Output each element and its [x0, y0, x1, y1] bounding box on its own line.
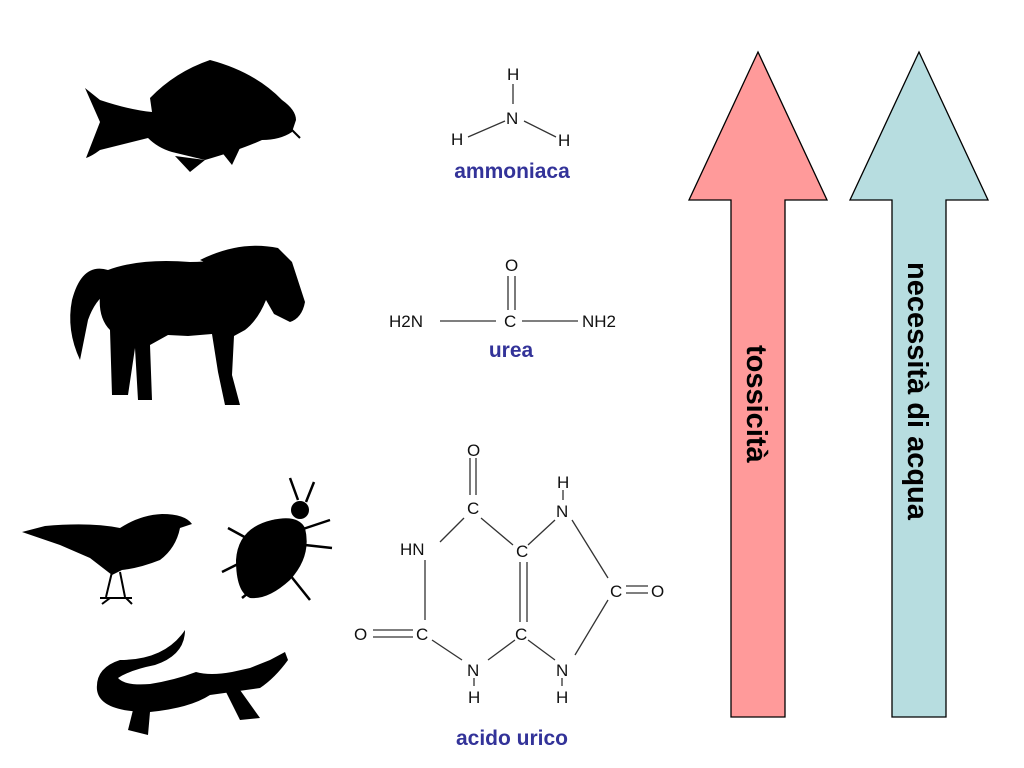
uric-atom-n9: N — [556, 661, 568, 680]
toxicity-arrow: tossicità — [687, 50, 829, 718]
uric-atom-h-n7: H — [557, 473, 569, 492]
ammonia-atom-h-right: H — [558, 131, 570, 150]
urea-atom-o: O — [505, 256, 518, 275]
uric-atom-o-top: O — [467, 441, 480, 460]
toxicity-arrow-label: tossicità — [740, 345, 772, 464]
ammonia-label: ammoniaca — [454, 160, 570, 183]
bird-icon — [22, 514, 192, 605]
uric-acid-structure: O C H N HN C C O O C C N N H H acido uri… — [354, 441, 664, 750]
uric-atom-hn1: HN — [400, 540, 425, 559]
urea-structure: O H2N C NH2 urea — [389, 256, 616, 362]
uric-atom-c6: C — [467, 499, 479, 518]
water-need-arrow-label: necessità di acqua — [901, 262, 933, 521]
uric-atom-c5: C — [516, 542, 528, 561]
uric-atom-c4: C — [515, 625, 527, 644]
uric-atom-o8: O — [651, 582, 664, 601]
uric-atom-n3: N — [467, 661, 479, 680]
uric-atom-h-n9: H — [556, 688, 568, 707]
fish-icon — [85, 60, 301, 172]
uric-atom-o2: O — [354, 625, 367, 644]
water-need-arrow: necessità di acqua — [848, 50, 990, 718]
crocodile-icon — [96, 630, 288, 735]
ammonia-structure: H N H H ammoniaca — [451, 65, 570, 183]
horse-icon — [70, 245, 305, 405]
urea-atom-h2n: H2N — [389, 312, 423, 331]
ammonia-atom-h-left: H — [451, 130, 463, 149]
toxicity-arrow-shape — [687, 50, 829, 718]
uric-atom-c2: C — [416, 625, 428, 644]
insect-icon — [221, 477, 333, 601]
uric-atom-c8: C — [610, 582, 622, 601]
water-need-arrow-shape — [848, 50, 990, 718]
uric-acid-label: acido urico — [456, 727, 568, 750]
uric-atom-h-n3: H — [468, 688, 480, 707]
uric-atom-n7: N — [556, 502, 568, 521]
ammonia-atom-n: N — [506, 109, 518, 128]
urea-atom-nh2: NH2 — [582, 312, 616, 331]
ammonia-atom-h-top: H — [507, 65, 519, 84]
urea-atom-c: C — [504, 312, 516, 331]
urea-label: urea — [489, 339, 534, 362]
